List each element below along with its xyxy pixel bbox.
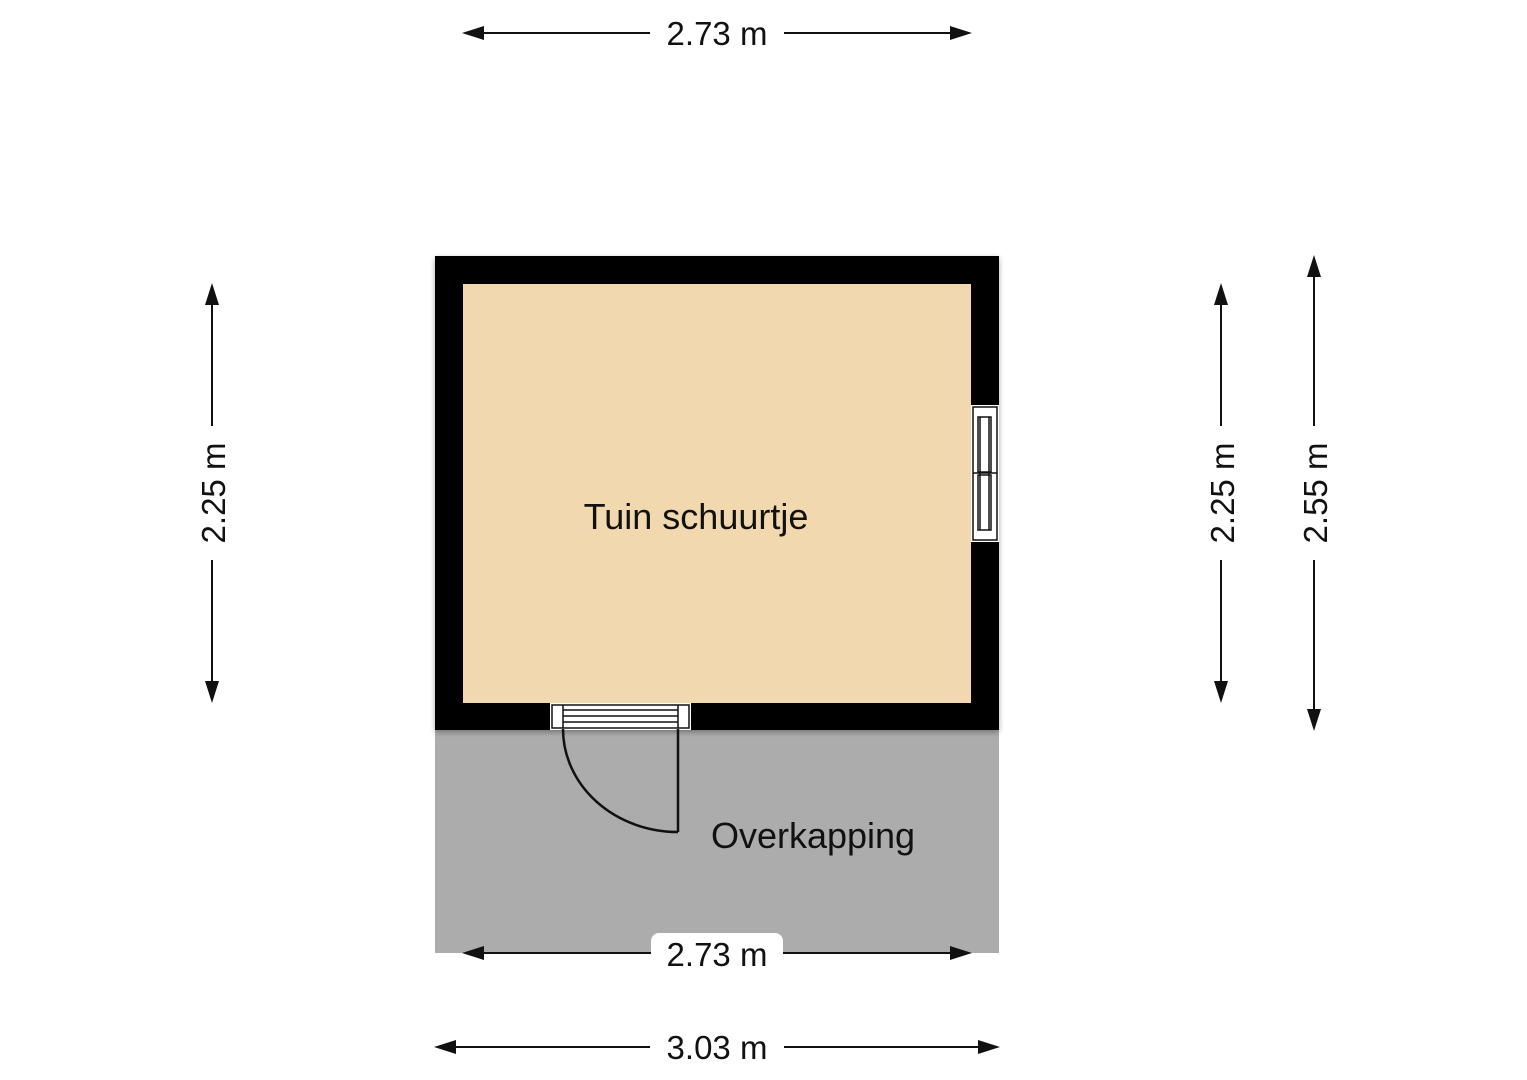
dimension-label: 2.55 m	[1297, 443, 1334, 544]
dimension-label: 2.25 m	[1204, 443, 1241, 544]
dimension-right-inner-height: 2.25 m	[1204, 283, 1241, 703]
dimension-label: 2.25 m	[195, 443, 232, 544]
dimension-outer-bottom-width: 3.03 m	[434, 1029, 1000, 1066]
shed-floor	[463, 284, 971, 703]
dimension-right-outer-height: 2.55 m	[1297, 255, 1334, 731]
dimension-inner-bottom-width: 2.73 m	[462, 933, 972, 973]
dimension-left-height: 2.25 m	[195, 283, 232, 703]
dimension-label: 2.73 m	[667, 15, 768, 52]
shed-label: Tuin schuurtje	[584, 496, 809, 537]
door-icon	[550, 703, 691, 834]
dimension-label: 2.73 m	[667, 936, 768, 973]
canopy-label: Overkapping	[711, 815, 915, 856]
window-icon	[971, 405, 999, 542]
dimension-top-width: 2.73 m	[462, 15, 972, 52]
canopy-floor	[435, 729, 999, 953]
dimension-label: 3.03 m	[667, 1029, 768, 1066]
